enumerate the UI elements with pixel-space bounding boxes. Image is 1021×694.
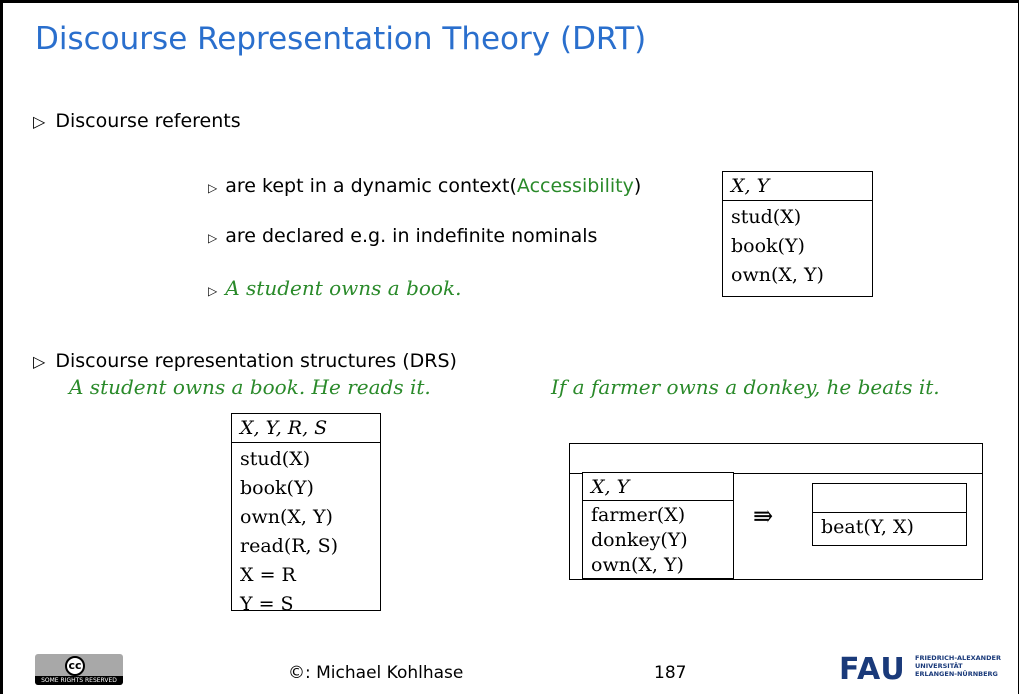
drs-header: X, Y, R, S bbox=[232, 414, 380, 443]
page-number: 187 bbox=[654, 663, 687, 683]
footer-author: ©: Michael Kohlhase bbox=[288, 663, 463, 683]
drs-consequent: beat(Y, X) bbox=[812, 483, 967, 546]
drs-box-2: X, Y, R, S stud(X) book(Y) own(X, Y) read(R… bbox=[231, 413, 381, 615]
copyright-prefix: ©: bbox=[288, 663, 317, 683]
drs-conditions: farmer(X) donkey(Y) own(X, Y) bbox=[583, 501, 733, 580]
drs-condition: own(X, Y) bbox=[240, 506, 333, 528]
drs-condition: stud(X) bbox=[240, 448, 311, 470]
drs-condition: beat(Y, X) bbox=[821, 516, 914, 538]
fau-logo: FAU FRIEDRICH-ALEXANDER UNIVERSITÄT ERLA… bbox=[839, 650, 1009, 687]
accessibility-link[interactable]: Accessibility bbox=[516, 175, 634, 197]
cc-text: SOME RIGHTS RESERVED bbox=[35, 676, 123, 685]
drs-condition: X = R bbox=[240, 564, 296, 586]
drs-conditions: stud(X) book(Y) own(X, Y) read(R, S) X = R Y … bbox=[232, 443, 380, 621]
drs-conditions: beat(Y, X) bbox=[813, 513, 966, 544]
implies-arrow-icon: ⇛ bbox=[753, 502, 774, 530]
drs-condition: Y = S bbox=[240, 593, 294, 615]
logo-sub-line: UNIVERSITÄT bbox=[915, 662, 963, 670]
drs-box-1: X, Y stud(X) book(Y) own(X, Y) bbox=[722, 171, 873, 297]
logo-subtext: FRIEDRICH-ALEXANDER UNIVERSITÄT ERLANGEN… bbox=[915, 654, 1001, 678]
subbullet-text: are declared e.g. in indefinite nominals bbox=[225, 225, 598, 247]
example-sentence-a: A student owns a book. He reads it. bbox=[69, 375, 431, 399]
example-sentence-b: If a farmer owns a donkey, he beats it. bbox=[551, 375, 940, 399]
triangle-bullet-icon: ▷ bbox=[208, 181, 218, 195]
logo-wordmark: FAU bbox=[839, 652, 906, 687]
cc-icon: cc bbox=[65, 656, 85, 676]
drs-conditions: stud(X) book(Y) own(X, Y) bbox=[723, 201, 872, 292]
subbullet-kept: ▷ are kept in a dynamic context(Accessibi… bbox=[208, 175, 641, 197]
drs-header bbox=[813, 484, 966, 513]
author-name: Michael Kohlhase bbox=[316, 663, 464, 683]
drs-header: X, Y bbox=[583, 472, 733, 501]
bullet-text: Discourse representation structures (DRS… bbox=[55, 350, 457, 372]
drs-condition: own(X, Y) bbox=[731, 264, 824, 286]
drs-condition: farmer(X) bbox=[591, 504, 686, 526]
drs-condition: book(Y) bbox=[731, 235, 805, 257]
subbullet-declared: ▷ are declared e.g. in indefinite nominal… bbox=[208, 225, 597, 247]
subbullet-example: ▷ A student owns a book. bbox=[208, 276, 461, 300]
bullet-drs: ▷ Discourse representation structures (DR… bbox=[33, 350, 457, 372]
cc-license-badge[interactable]: cc SOME RIGHTS RESERVED bbox=[35, 654, 123, 685]
drs-condition: own(X, Y) bbox=[591, 554, 684, 576]
drs-condition: read(R, S) bbox=[240, 535, 339, 557]
bullet-referents: ▷ Discourse referents bbox=[33, 110, 241, 132]
logo-sub-line: FRIEDRICH-ALEXANDER bbox=[915, 654, 1001, 662]
triangle-bullet-icon: ▷ bbox=[33, 112, 46, 131]
triangle-bullet-icon: ▷ bbox=[208, 284, 218, 298]
triangle-bullet-icon: ▷ bbox=[33, 352, 46, 371]
logo-sub-line: ERLANGEN-NÜRNBERG bbox=[915, 670, 998, 678]
drs-header-empty bbox=[570, 444, 982, 474]
drs-box-conditional: X, Y farmer(X) donkey(Y) own(X, Y) ⇛ beat(… bbox=[569, 443, 983, 580]
paren-close: ) bbox=[633, 175, 642, 197]
drs-header: X, Y bbox=[723, 172, 872, 201]
subbullet-text: are kept in a dynamic context( bbox=[225, 175, 517, 197]
example-sentence: A student owns a book. bbox=[225, 276, 462, 300]
drs-condition: book(Y) bbox=[240, 477, 314, 499]
slide-title: Discourse Representation Theory (DRT) bbox=[35, 21, 647, 57]
drs-condition: donkey(Y) bbox=[591, 529, 688, 551]
drs-antecedent: X, Y farmer(X) donkey(Y) own(X, Y) bbox=[582, 472, 734, 579]
triangle-bullet-icon: ▷ bbox=[208, 231, 218, 245]
drs-condition: stud(X) bbox=[731, 206, 802, 228]
bullet-text: Discourse referents bbox=[55, 110, 241, 132]
